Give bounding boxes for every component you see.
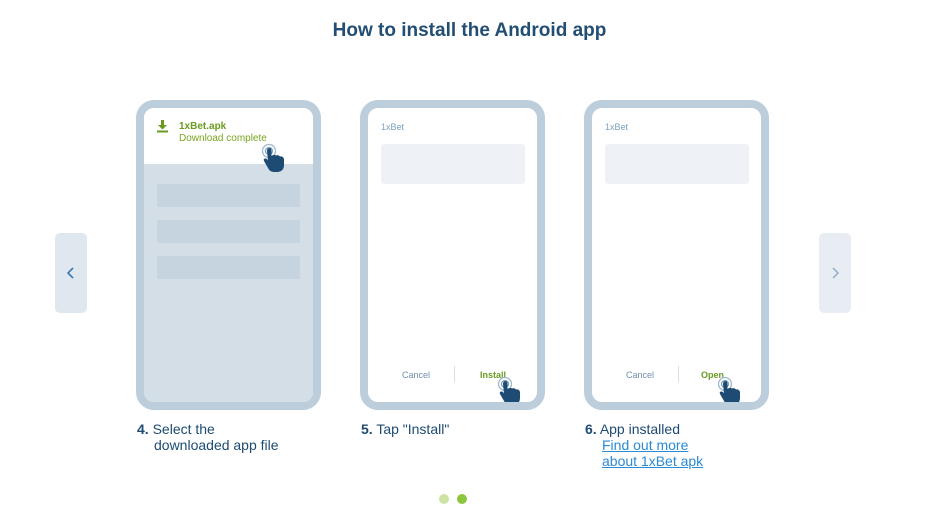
placeholder-bar (157, 184, 300, 207)
phone-mockup-install: 1xBet Cancel Install (360, 100, 545, 410)
open-button[interactable]: Open (701, 370, 725, 380)
page-title: How to install the Android app (332, 20, 607, 41)
carousel-prev-button[interactable] (55, 233, 87, 313)
pagination-dot-active[interactable] (457, 494, 467, 504)
phone-mockup-select-file: 1xBet.apk Download complete (136, 100, 321, 410)
button-divider (454, 366, 455, 382)
app-info-block (381, 144, 525, 184)
cancel-button[interactable]: Cancel (402, 370, 431, 380)
step-number: 5. (361, 421, 373, 437)
tap-hand-icon (497, 376, 520, 402)
about-apk-link[interactable]: about 1xBet apk (602, 453, 704, 469)
step-text: downloaded app file (154, 437, 279, 453)
chevron-left-icon (66, 267, 74, 279)
app-name: 1xBet (605, 122, 629, 132)
step-caption: 4. Select the downloaded app file (137, 421, 279, 453)
app-name: 1xBet (381, 122, 405, 132)
step-text: App installed (599, 421, 680, 437)
find-out-more-link[interactable]: Find out more (602, 437, 689, 453)
tap-hand-icon (717, 376, 740, 402)
install-button[interactable]: Install (480, 370, 507, 380)
file-name: 1xBet.apk (179, 121, 227, 132)
chevron-right-icon (832, 267, 839, 279)
download-icon (157, 120, 168, 133)
tap-hand-icon (261, 143, 284, 172)
step-number: 6. (585, 421, 597, 437)
step-text: Tap "Install" (376, 421, 450, 437)
placeholder-bar (157, 220, 300, 243)
step-text: Select the (152, 421, 215, 437)
pagination-dot[interactable] (439, 494, 449, 504)
download-notification: 1xBet.apk Download complete (144, 108, 313, 164)
carousel-next-button[interactable] (819, 233, 851, 313)
step-caption: 5. Tap "Install" (361, 421, 449, 437)
download-status: Download complete (179, 133, 267, 144)
button-divider (678, 366, 679, 382)
cancel-button[interactable]: Cancel (626, 370, 655, 380)
placeholder-bar (157, 256, 300, 279)
app-info-block (605, 144, 749, 184)
step-caption: 6. App installed Find out more about 1xB… (585, 421, 703, 469)
phone-mockup-installed: 1xBet Cancel Open (584, 100, 769, 410)
step-number: 4. (137, 421, 149, 437)
